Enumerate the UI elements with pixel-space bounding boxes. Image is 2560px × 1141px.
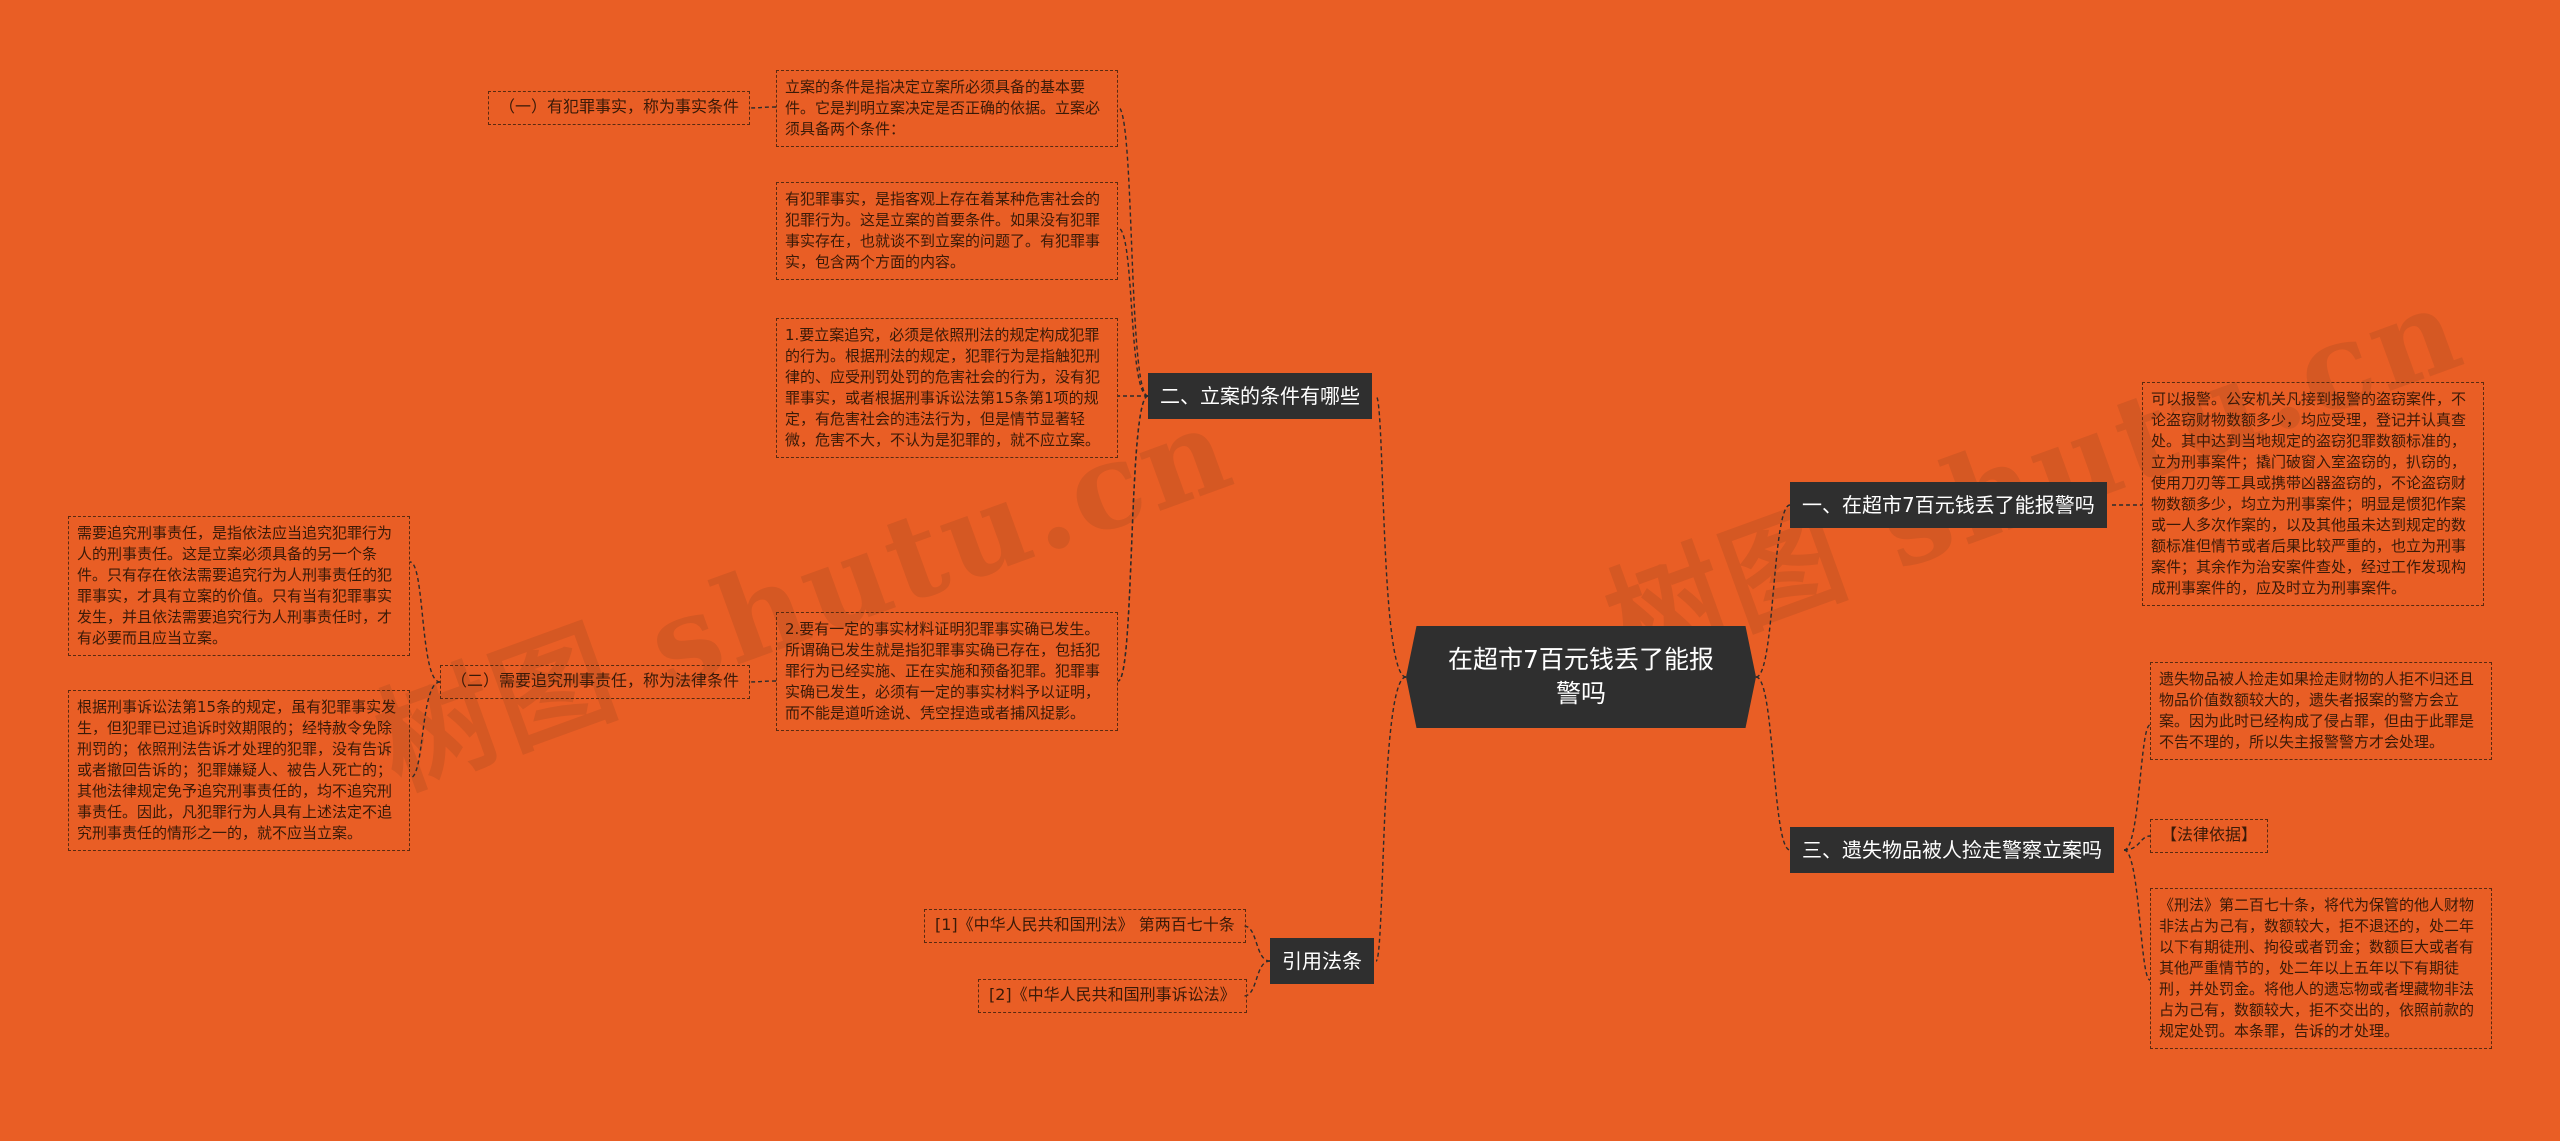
branch-lost-item[interactable]: 三、遗失物品被人捡走警察立案吗 [1790,827,2114,873]
fact-point-2: 2.要有一定的事实材料证明犯罪事实确已发生。所谓确已发生就是指犯罪事实确已存在，… [776,612,1118,731]
cited-law-criminal-law[interactable]: [1]《中华人民共和国刑法》 第两百七十条 [924,909,1246,943]
case-conditions-intro: 立案的条件是指决定立案所必须具备的基本要件。它是判明立案决定是否正确的依据。立案… [776,70,1118,147]
branch-report-theft[interactable]: 一、在超市7百元钱丢了能报警吗 [1790,482,2107,528]
fact-point-1: 1.要立案追究，必须是依照刑法的规定构成犯罪的行为。根据刑法的规定，犯罪行为是指… [776,318,1118,458]
legal-basis-detail: 《刑法》第二百七十条，将代为保管的他人财物非法占为己有，数额较大，拒不退还的，处… [2150,888,2492,1049]
central-topic[interactable]: 在超市7百元钱丢了能报警吗 [1406,626,1756,728]
report-theft-detail: 可以报警。公安机关凡接到报警的盗窃案件，不论盗窃财物数额多少，均应受理，登记并认… [2142,382,2484,606]
fact-condition-detail: 有犯罪事实，是指客观上存在着某种危害社会的犯罪行为。这是立案的首要条件。如果没有… [776,182,1118,280]
legal-condition-detail-2: 根据刑事诉讼法第15条的规定，虽有犯罪事实发生，但犯罪已过追诉时效期限的；经特赦… [68,690,410,851]
legal-condition-detail-1: 需要追究刑事责任，是指依法应当追究犯罪行为人的刑事责任。这是立案必须具备的另一个… [68,516,410,656]
branch-case-conditions[interactable]: 二、立案的条件有哪些 [1148,373,1372,419]
cited-law-criminal-procedure[interactable]: [2]《中华人民共和国刑事诉讼法》 [978,979,1247,1013]
lost-item-detail: 遗失物品被人捡走如果捡走财物的人拒不归还且物品价值数额较大的，遗失者报案的警方会… [2150,662,2492,760]
fact-condition-label[interactable]: （一）有犯罪事实，称为事实条件 [488,91,751,125]
legal-condition-label[interactable]: （二）需要追究刑事责任，称为法律条件 [440,665,751,699]
legal-basis-label[interactable]: 【法律依据】 [2150,819,2269,853]
branch-cited-laws[interactable]: 引用法条 [1270,938,1374,984]
